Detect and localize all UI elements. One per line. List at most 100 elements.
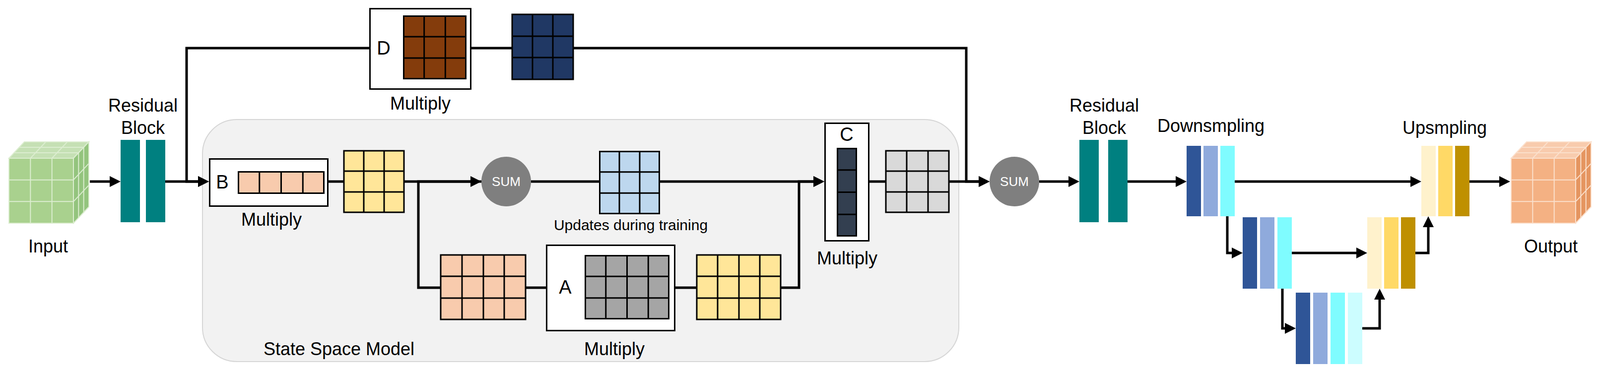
layer-bar [1108, 139, 1128, 223]
cube-line [13, 152, 79, 154]
node-label: Input [5, 235, 91, 258]
matrix-line [626, 256, 628, 320]
cube-line [77, 152, 79, 218]
cube-line [30, 141, 46, 159]
matrix-grid [599, 150, 661, 215]
arrowhead [1499, 176, 1511, 188]
arrowhead [813, 176, 825, 188]
node-label: D [373, 36, 394, 62]
state-matrix: Updates during training [545, 150, 715, 237]
connector [531, 181, 600, 183]
node-shape [1421, 145, 1470, 217]
connector-line [1234, 180, 1413, 184]
node-label: Multiply [813, 247, 881, 269]
connector [1469, 176, 1511, 188]
unet-block [1242, 217, 1258, 289]
matrix-grid [584, 255, 670, 320]
unet-block [1242, 217, 1416, 365]
unet-arrowhead [1284, 323, 1296, 334]
matrix-line [403, 57, 467, 60]
multiply-box: CMultiply [813, 122, 881, 269]
unet-arrowhead [1422, 216, 1434, 228]
matrix-grid [696, 255, 781, 320]
node-label: A [555, 275, 576, 301]
unet-arrow [1362, 298, 1380, 329]
connector-line [531, 180, 600, 184]
matrix-grid [237, 171, 325, 195]
matrix-cell [585, 256, 669, 320]
cube-line [1585, 147, 1587, 213]
unet-block [1347, 292, 1363, 365]
unet-arrowhead [1374, 288, 1386, 300]
matrix-line [444, 16, 447, 79]
connector-line [1127, 180, 1178, 184]
unet-block [1400, 217, 1416, 289]
node-shape [1186, 145, 1235, 217]
cube-line [29, 158, 31, 224]
matrix-line [600, 192, 660, 195]
matrix-grid [836, 147, 858, 237]
node-label: Multiply [370, 92, 470, 115]
input-volume: Input [4, 138, 95, 259]
residual-block: Residual Block [101, 94, 185, 225]
unet-block [1384, 217, 1399, 289]
matrix-grid [696, 255, 781, 320]
state-space-region: State Space ModelBMultiplySUMUpdates dur… [201, 119, 960, 363]
matrix-line [639, 151, 641, 214]
cube-line [1521, 146, 1587, 148]
connector-line [660, 180, 816, 184]
cube-line [73, 185, 89, 202]
matrix-line [585, 275, 669, 278]
connector [186, 48, 370, 188]
matrix-grid [885, 150, 949, 213]
layer-bar [1186, 145, 1201, 217]
matrix-cell [600, 151, 660, 214]
unet-block [1260, 217, 1275, 289]
cube-line [1553, 158, 1555, 224]
matrix-grid [885, 150, 949, 213]
multiply-box: BMultiply [208, 158, 329, 231]
matrix-grid [343, 150, 404, 213]
matrix-cell [403, 16, 467, 79]
matrix-grid [343, 150, 404, 213]
cube-face [8, 158, 74, 224]
layer-bar [120, 139, 140, 223]
cube-face [1575, 141, 1592, 224]
unet-block [1277, 217, 1292, 289]
multiply-box: D Multiply [369, 7, 472, 115]
matrix-grid [512, 14, 574, 80]
matrix-line [600, 171, 660, 173]
unet-arrow [1291, 252, 1358, 255]
matrix-line [258, 172, 261, 194]
matrix-line [837, 191, 857, 194]
encoder-block: Downsmpling [1153, 113, 1268, 218]
decoder-block: Upsmpling [1397, 113, 1492, 218]
connector-line [89, 180, 112, 184]
connector-line [1469, 180, 1502, 184]
node-shape [1079, 139, 1128, 223]
unet-block [1295, 292, 1311, 365]
unet-block [1313, 292, 1328, 365]
layer-bars [1421, 145, 1470, 217]
node-label: Downsmpling [1153, 114, 1268, 137]
unet-arrow [1227, 216, 1233, 254]
layer-bar [145, 139, 166, 223]
node-label: Residual Block [101, 93, 185, 140]
matrix-line [618, 151, 621, 214]
matrix-grid [512, 14, 574, 80]
node-shape [1510, 140, 1593, 225]
multiply-box: AMultiply [545, 244, 676, 359]
cube-line [1511, 200, 1576, 202]
connector-line [869, 180, 981, 184]
arrowhead [813, 176, 825, 188]
cube-line [83, 147, 85, 213]
cube-line [52, 141, 68, 159]
node-label: B [212, 170, 233, 196]
unet-arrowhead [1231, 247, 1243, 259]
layer-bars [1079, 139, 1128, 223]
unet-block [1367, 217, 1382, 289]
cube-line [1580, 152, 1582, 218]
matrix-grid [440, 255, 526, 320]
arrowhead [470, 176, 482, 188]
arrowhead [1175, 176, 1187, 188]
